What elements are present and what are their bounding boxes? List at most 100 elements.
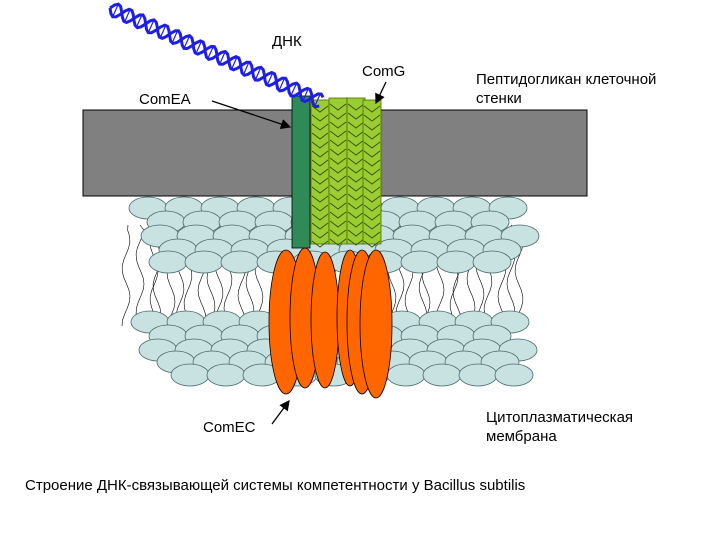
comg-segment bbox=[363, 105, 381, 113]
comg-segment bbox=[329, 229, 347, 237]
comg-segment bbox=[363, 222, 381, 230]
dna-base-pair bbox=[195, 40, 203, 54]
comg-segment bbox=[311, 177, 329, 185]
membrane-label-line2: мембрана bbox=[486, 428, 557, 445]
peptidoglycan-label-line1: Пептидогликан клеточной bbox=[476, 71, 657, 88]
comg-segment bbox=[329, 103, 347, 111]
comg-segment bbox=[347, 157, 365, 165]
comg-segment bbox=[347, 130, 365, 138]
comg-segment bbox=[311, 141, 329, 149]
peptidoglycan-label: Пептидогликан клеточной стенки bbox=[476, 70, 706, 108]
comg-segment bbox=[363, 204, 381, 212]
dna-base-pair bbox=[254, 67, 262, 81]
dna-base-pair bbox=[207, 45, 214, 60]
comg-segment bbox=[311, 204, 329, 212]
comg-segment bbox=[329, 238, 347, 246]
comg-segment bbox=[363, 186, 381, 194]
comg-segment bbox=[363, 231, 381, 239]
comg-segment bbox=[329, 148, 347, 156]
comg-label: ComG bbox=[362, 63, 406, 80]
comec-label: ComEC bbox=[203, 419, 256, 436]
dna-base-pair bbox=[183, 35, 191, 49]
lipid-head bbox=[220, 250, 260, 274]
comg-segment bbox=[347, 211, 365, 219]
comg-segment bbox=[311, 159, 329, 167]
comea-arrow bbox=[211, 100, 292, 130]
lipid-head bbox=[436, 250, 476, 274]
comg-segment bbox=[347, 121, 365, 129]
comg-segment bbox=[363, 150, 381, 158]
figure-caption: Строение ДНК-связывающей системы компете… bbox=[25, 477, 526, 494]
comg-segment bbox=[329, 220, 347, 228]
comg-segment bbox=[347, 220, 365, 228]
dna-helix bbox=[108, 2, 325, 109]
comg-segment bbox=[329, 166, 347, 174]
comg-segment bbox=[363, 141, 381, 149]
comg-segment bbox=[329, 184, 347, 192]
lipid-head bbox=[148, 250, 188, 274]
comg-filament bbox=[310, 99, 330, 245]
comg-segment bbox=[347, 112, 365, 120]
comg-segment bbox=[347, 139, 365, 147]
comg-segment bbox=[311, 168, 329, 176]
dna-base-pair bbox=[147, 19, 155, 33]
comg-pilus bbox=[310, 97, 382, 248]
comg-segment bbox=[311, 132, 329, 140]
comg-segment bbox=[347, 175, 365, 183]
lipid-head bbox=[472, 250, 512, 274]
comg-segment bbox=[311, 222, 329, 230]
comg-segment bbox=[363, 240, 381, 248]
comec-protein bbox=[268, 247, 393, 399]
lipid-head bbox=[184, 250, 224, 274]
lipid-head bbox=[422, 363, 462, 387]
dna-base-pair bbox=[242, 61, 250, 75]
dna-base-pair bbox=[290, 82, 298, 97]
dna-strand bbox=[109, 2, 320, 109]
dna-base-pair bbox=[278, 77, 286, 91]
dna-base-pair bbox=[230, 56, 238, 70]
dna-base-pair bbox=[171, 30, 179, 44]
comg-segment bbox=[329, 193, 347, 201]
comg-segment bbox=[329, 175, 347, 183]
comg-segment bbox=[363, 114, 381, 122]
comg-segment bbox=[363, 195, 381, 203]
comg-segment bbox=[311, 150, 329, 158]
dna-base-pair bbox=[314, 93, 321, 107]
comec-arrow bbox=[271, 399, 290, 425]
comg-segment bbox=[311, 195, 329, 203]
lipid-head bbox=[400, 250, 440, 274]
comg-segment bbox=[347, 148, 365, 156]
membrane-label-line1: Цитоплазматическая bbox=[486, 409, 634, 426]
comg-segment bbox=[311, 231, 329, 239]
comg-segment bbox=[311, 186, 329, 194]
comg-segment bbox=[363, 168, 381, 176]
dna-base-pair bbox=[266, 72, 274, 86]
comea-label: ComEA bbox=[139, 91, 191, 108]
comg-segment bbox=[311, 123, 329, 131]
comg-segment bbox=[347, 184, 365, 192]
lipid-tail bbox=[121, 224, 131, 327]
dna-base-pair bbox=[112, 3, 119, 18]
comg-segment bbox=[311, 240, 329, 248]
comg-segment bbox=[329, 112, 347, 120]
lipid-head bbox=[206, 363, 246, 387]
comg-segment bbox=[329, 121, 347, 129]
dna-base-pair bbox=[159, 24, 167, 39]
dna-base-pair bbox=[219, 51, 226, 65]
comg-segment bbox=[329, 211, 347, 219]
membrane-label: Цитоплазматическая мембрана bbox=[486, 408, 706, 446]
lipid-head bbox=[494, 363, 534, 387]
comg-segment bbox=[347, 238, 365, 246]
comg-segment bbox=[347, 193, 365, 201]
dna-base-pair bbox=[135, 14, 143, 28]
comec-subunit bbox=[359, 249, 393, 399]
comg-segment bbox=[329, 139, 347, 147]
comg-segment bbox=[363, 159, 381, 167]
comg-segment bbox=[311, 213, 329, 221]
comg-segment bbox=[363, 132, 381, 140]
comg-arrow bbox=[375, 81, 387, 105]
peptidoglycan-label-line2: стенки bbox=[476, 90, 522, 107]
comg-segment bbox=[311, 114, 329, 122]
dna-label: ДНК bbox=[272, 33, 302, 50]
